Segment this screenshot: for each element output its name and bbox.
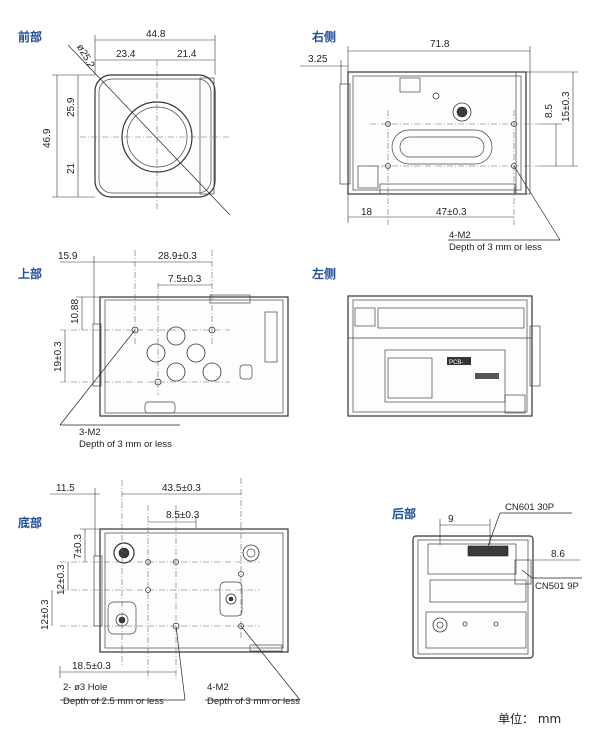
top-span: 28.9±0.3 xyxy=(158,251,197,262)
top-left: 15.9 xyxy=(58,251,78,262)
top-note-depth: Depth of 3 mm or less xyxy=(79,439,172,450)
bottom-sub: 8.5±0.3 xyxy=(166,510,200,521)
title-bottom: 底部 xyxy=(18,515,42,530)
title-top: 上部 xyxy=(18,266,42,281)
bottom-note1-title: 2- ø3 Hole xyxy=(63,682,107,693)
right-note-title: 4-M2 xyxy=(449,230,471,241)
front-left: 23.4 xyxy=(116,49,136,60)
bottom-v1: 7±0.3 xyxy=(73,534,84,559)
front-height: 46.9 xyxy=(42,128,53,148)
right-dimensions: 71.8 3.25 8.5 15±0.3 18 47±0.3 4-M2 Dept… xyxy=(300,39,578,253)
bottom-note1-depth: Depth of 2.5 mm or less xyxy=(63,696,164,707)
right-bottom-span: 47±0.3 xyxy=(436,207,467,218)
bottom-v3: 12±0.3 xyxy=(40,599,51,630)
top-dimensions: 15.9 28.9±0.3 7.5±0.3 10.88 19±0.3 3-M2 … xyxy=(53,251,212,450)
front-dimensions: 44.8 23.4 21.4 ø25.2 46.9 25.9 21 xyxy=(42,29,216,198)
front-upper: 25.9 xyxy=(66,97,77,117)
right-h2: 15±0.3 xyxy=(561,91,572,122)
title-left: 左侧 xyxy=(311,266,336,281)
rear-cn501: CN501 9P xyxy=(535,581,579,592)
right-bottom-left: 18 xyxy=(361,207,373,218)
bottom-left: 11.5 xyxy=(56,483,75,494)
top-view xyxy=(60,250,289,417)
left-side-view: PCB- xyxy=(347,295,541,417)
unit-label: 单位： mm xyxy=(498,711,561,726)
top-h2: 19±0.3 xyxy=(53,341,64,372)
title-right: 右侧 xyxy=(311,29,336,44)
right-note-depth: Depth of 3 mm or less xyxy=(449,242,542,253)
right-front-offset: 3.25 xyxy=(308,54,328,65)
top-sub: 7.5±0.3 xyxy=(168,274,202,285)
top-note-title: 3-M2 xyxy=(79,427,101,438)
front-lower: 21 xyxy=(66,162,77,174)
right-side-view xyxy=(339,71,540,225)
bottom-note2-title: 4-M2 xyxy=(207,682,229,693)
title-front: 前部 xyxy=(18,29,42,44)
left-label-code: PCB- xyxy=(449,360,463,366)
front-diameter: ø25.2 xyxy=(74,43,97,71)
right-h1: 8.5 xyxy=(544,104,555,118)
bottom-v2: 12±0.3 xyxy=(56,564,67,595)
rear-dimensions: 9 CN601 30P 8.6 CN501 9P xyxy=(439,502,582,592)
front-width: 44.8 xyxy=(146,29,166,40)
bottom-dimensions: 11.5 43.5±0.3 8.5±0.3 7±0.3 12±0.3 12±0.… xyxy=(40,483,301,707)
rear-view xyxy=(412,535,534,659)
front-right: 21.4 xyxy=(177,49,197,60)
title-rear: 后部 xyxy=(392,506,416,521)
right-length: 71.8 xyxy=(430,39,450,50)
bottom-bottom: 18.5±0.3 xyxy=(72,661,111,672)
bottom-view xyxy=(60,478,289,680)
bottom-span: 43.5±0.3 xyxy=(162,483,201,494)
bottom-note2-depth: Depth of 3 mm or less xyxy=(207,696,300,707)
rear-offset: 8.6 xyxy=(551,549,565,560)
rear-width: 9 xyxy=(448,514,454,525)
top-h1: 10.88 xyxy=(70,299,81,324)
rear-cn601: CN601 30P xyxy=(505,502,554,513)
front-view xyxy=(67,44,231,216)
